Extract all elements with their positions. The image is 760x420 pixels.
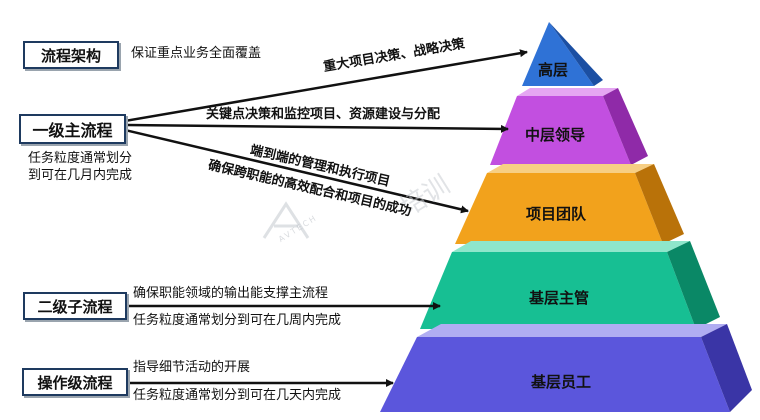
arrows [124,49,528,387]
pyramid-layer-top [522,22,603,86]
operation-desc-line1: 指导细节活动的开展 [133,360,251,375]
pyramid-layer-middle-leader [490,88,648,165]
level2-desc-line1: 确保职能领域的输出能支撑主流程 [133,286,329,301]
operation-box: 操作级流程 [22,368,128,396]
layer-3-top [487,164,654,173]
layer-5-side [701,324,752,412]
layer-2-front [490,96,631,165]
layer-label-frontline-manager: 基层主管 [528,289,590,307]
level1-note-line1: 任务粒度通常划分 [28,151,133,166]
layer-top-front [522,22,594,86]
arrow-label-middle: 关键点决策和监控项目、资源建设与分配 [206,107,441,122]
layer-3-side [635,164,684,244]
level2-desc-line2: 任务粒度通常划分到可在几周内完成 [133,313,342,328]
layer-3-front [455,173,663,244]
layer-4-front [420,252,696,329]
pyramid-layer-frontline-staff [380,324,752,412]
level2-box: 二级子流程 [23,292,127,320]
layer-label-frontline-staff: 基层员工 [530,373,592,391]
arrow-to-top [124,49,528,123]
layer-top-side [549,22,603,86]
layer-2-side [603,88,648,165]
layer-5-top [417,324,727,337]
layer-4-top [452,241,690,252]
layer-4-side [667,241,720,329]
layer-label-project-team: 项目团队 [525,205,587,223]
layer-5-front [380,337,730,412]
arrow-to-project-team [124,128,469,214]
framework-desc: 保证重点业务全面覆盖 [131,46,262,61]
layer-label-middle-leader: 中层领导 [524,126,586,144]
pyramid-layer-frontline-manager [420,241,720,329]
level1-note-line2: 到可在几月内完成 [28,168,133,183]
level1-box: 一级主流程 [19,114,126,144]
watermark-logo-icon [262,201,310,239]
framework-box: 流程架构 [23,41,119,69]
layer-2-top [517,88,618,96]
operation-desc-line2: 任务粒度通常划分到可在几天内完成 [133,388,342,403]
pyramid-layer-project-team [455,164,684,244]
arrow-to-middle-leader [124,123,509,133]
layer-label-top: 高层 [537,61,569,79]
